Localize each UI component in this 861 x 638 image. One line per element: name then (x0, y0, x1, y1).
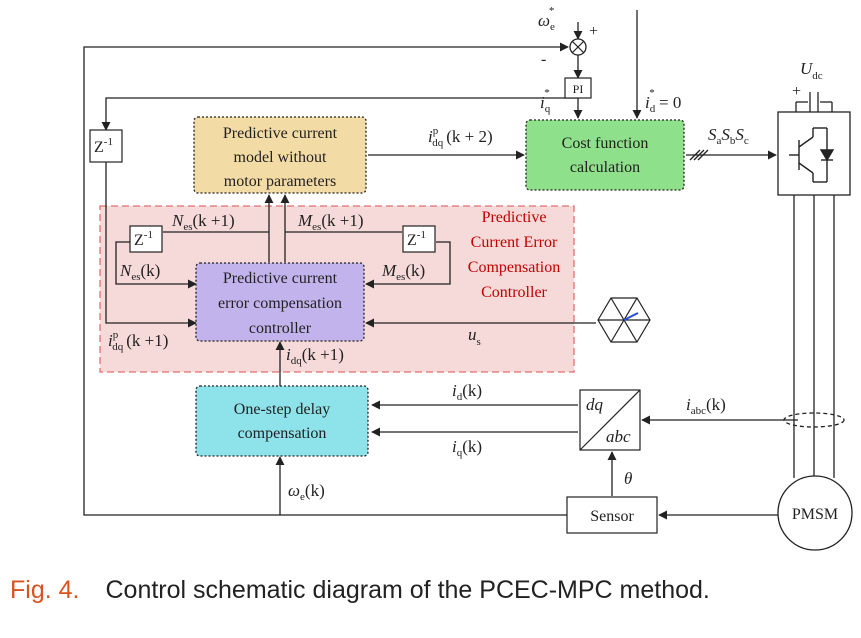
svg-text:Predictive current: Predictive current (223, 270, 338, 287)
model-block (193, 116, 367, 194)
iabc-label: iabc(k) (686, 395, 726, 417)
switch-states-label: SaSbSc (708, 125, 749, 147)
svg-text:Predictive: Predictive (482, 209, 547, 226)
svg-text:model without: model without (234, 149, 327, 166)
udc-label: Udc (800, 59, 823, 82)
dq-label: dq (586, 395, 604, 414)
svg-text:Compensation: Compensation (468, 259, 560, 276)
inverter-block (777, 111, 851, 196)
figure-number: Fig. 4. (10, 576, 80, 604)
igbt-icon (789, 127, 835, 183)
minus-sign: - (541, 51, 546, 68)
svg-text:calculation: calculation (570, 159, 640, 176)
svg-text:One-step delay: One-step delay (234, 401, 330, 418)
current-sensor-ellipse (783, 412, 845, 428)
top-delay-wire (101, 97, 578, 131)
id-ref-label: id* = 0 (645, 87, 681, 115)
pmsm-label: PMSM (792, 506, 838, 523)
svg-text:compensation: compensation (238, 425, 327, 442)
abc-label: abc (606, 427, 631, 446)
ip-feedback-wire (105, 162, 197, 328)
mes-delay-out-wire (365, 241, 451, 289)
dc-plus-sign: + (792, 83, 801, 100)
z-inverse-mes (402, 225, 436, 253)
figure-caption-text: Control schematic diagram of the PCEC-MP… (105, 576, 710, 604)
omega-ref-label: ωe* (538, 5, 555, 33)
nes-label: Nes(k) (119, 261, 160, 283)
delay-compensation-block (195, 385, 369, 457)
z-inverse-mes-label: Z-1 (407, 229, 426, 249)
pi-block (564, 77, 592, 99)
id-k-label: id(k) (452, 381, 482, 403)
speed-feedback-wire (83, 42, 569, 516)
svg-text:Cost function: Cost function (562, 135, 649, 152)
svg-text:error compensation: error compensation (218, 295, 342, 312)
figure-caption: Fig. 4. Control schematic diagram of the … (10, 576, 710, 605)
pcec-region-label: Predictive Current Error Compensation Co… (468, 209, 560, 301)
svg-text:Controller: Controller (481, 284, 547, 301)
svg-text:Predictive current: Predictive current (223, 125, 338, 142)
theta-label: θ (624, 469, 632, 488)
mes-label: Mes(k) (381, 261, 425, 283)
pcec-controller-label: Predictive current error compensation co… (218, 270, 342, 337)
omega-e-label: ωe(k) (288, 481, 325, 503)
z-inverse-left (89, 129, 123, 163)
cost-function-label: Cost function calculation (562, 135, 649, 176)
model-block-label: Predictive current model without motor p… (223, 125, 338, 190)
sensor-label: Sensor (590, 508, 634, 525)
nes-delay-out-wire (115, 241, 197, 289)
pi-label: PI (573, 82, 584, 96)
iq-k-label: iq(k) (452, 437, 482, 459)
us-label: us (468, 325, 481, 348)
idq-meas-label: idq(k +1) (286, 345, 344, 367)
z-inverse-nes-label: Z-1 (134, 229, 153, 249)
iq-ref-label: iq* (540, 87, 551, 115)
svg-text:controller: controller (249, 320, 312, 337)
plus-sign: + (589, 23, 598, 40)
pmsm-motor (777, 475, 853, 551)
mes-next-label: Mes(k +1) (297, 211, 364, 233)
sensor-block (566, 496, 658, 534)
delay-compensation-label: One-step delay compensation (234, 401, 330, 442)
cost-function-block (525, 119, 685, 191)
svg-text:motor parameters: motor parameters (224, 173, 336, 190)
pcec-controller-block (195, 262, 365, 342)
nes-next-label: Nes(k +1) (171, 211, 235, 233)
svg-text:Current Error: Current Error (471, 234, 558, 251)
control-schematic-diagram: Predictive Current Error Compensation Co… (83, 5, 853, 551)
voltage-vector-icon (597, 297, 651, 343)
z-inverse-left-label: Z-1 (94, 136, 113, 156)
summing-junction (569, 38, 587, 56)
z-inverse-nes (129, 225, 163, 253)
